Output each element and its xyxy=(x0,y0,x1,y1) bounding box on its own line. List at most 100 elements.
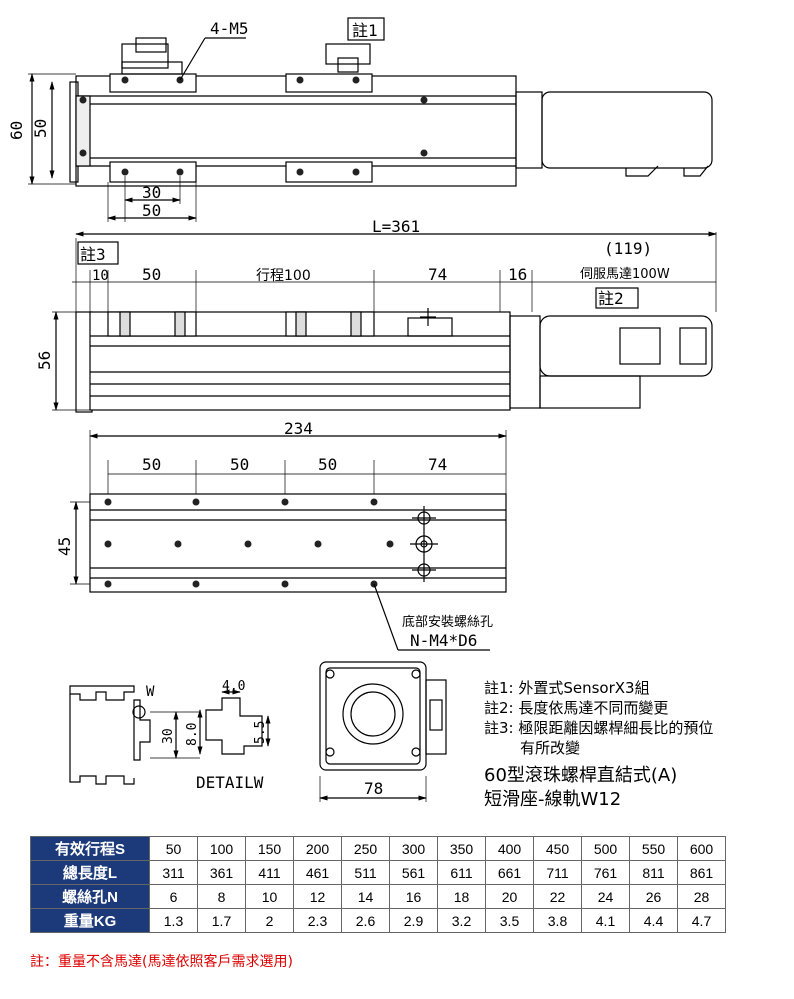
table-cell: 200 xyxy=(293,836,342,861)
table-cell: 411 xyxy=(245,860,294,885)
table-cell: 12 xyxy=(293,884,342,909)
dim-50-b: 50 xyxy=(230,455,249,474)
table-cell: 100 xyxy=(197,836,246,861)
dim-length-l: L=361 xyxy=(372,217,420,236)
table-cell: 24 xyxy=(581,884,630,909)
table-cell: 250 xyxy=(341,836,390,861)
table-cell: 3.2 xyxy=(437,908,486,933)
table-cell: 711 xyxy=(533,860,582,885)
dim-78: 78 xyxy=(364,779,383,798)
dim-4-0: 4.0 xyxy=(222,679,245,694)
table-cell: 6 xyxy=(149,884,198,909)
table-cell: 50 xyxy=(149,836,198,861)
model-line-2: 短滑座-線軌W12 xyxy=(484,789,622,810)
table-cell: 3.8 xyxy=(533,908,582,933)
label-4-m5: 4-M5 xyxy=(210,19,249,38)
dim-234: 234 xyxy=(284,419,313,438)
dim-30: 30 xyxy=(142,183,161,202)
note-1: 註1: 外置式SensorX3組 xyxy=(484,679,650,697)
side-view xyxy=(52,231,717,413)
dim-10: 10 xyxy=(92,268,109,284)
table-cell: 4.7 xyxy=(677,908,726,933)
table-cell: 461 xyxy=(293,860,342,885)
table-cell: 811 xyxy=(629,860,678,885)
note-3: 註3: 極限距離因螺桿細長比的預位 xyxy=(484,719,714,737)
dim-60: 60 xyxy=(7,121,26,140)
top-view xyxy=(28,17,713,222)
dim-56: 56 xyxy=(35,351,54,370)
table-cell: 4.1 xyxy=(581,908,630,933)
technical-drawing: 4-M5 註1 60 50 30 50 L=361 註3 10 50 行程100… xyxy=(7,17,717,802)
table-cell: 26 xyxy=(629,884,678,909)
dim-50-horizontal: 50 xyxy=(142,201,161,220)
profile-section xyxy=(69,685,271,785)
end-view xyxy=(319,661,447,802)
dim-16: 16 xyxy=(508,265,527,284)
table-cell: 22 xyxy=(533,884,582,909)
table-cell: 361 xyxy=(197,860,246,885)
dim-45: 45 xyxy=(55,537,74,556)
table-cell: 3.5 xyxy=(485,908,534,933)
row-header: 總長度L xyxy=(30,860,150,885)
table-cell: 511 xyxy=(341,860,390,885)
mount-hole-spec: N-M4*D6 xyxy=(410,631,477,650)
dim-8-0: 8.0 xyxy=(185,723,200,746)
footnote: 註：重量不含馬達(馬達依照客戶需求選用) xyxy=(30,954,293,970)
table-cell: 561 xyxy=(389,860,438,885)
table-cell: 8 xyxy=(197,884,246,909)
table-cell: 1.7 xyxy=(197,908,246,933)
table-cell: 2.6 xyxy=(341,908,390,933)
notes-list: 註1: 外置式SensorX3組 註2: 長度依馬達不同而變更 註3: 極限距離… xyxy=(484,678,713,758)
table-cell: 16 xyxy=(389,884,438,909)
table-cell: 400 xyxy=(485,836,534,861)
table-cell: 450 xyxy=(533,836,582,861)
table-cell: 150 xyxy=(245,836,294,861)
dim-74-bottom: 74 xyxy=(428,455,447,474)
table-cell: 1.3 xyxy=(149,908,198,933)
dim-30-profile: 30 xyxy=(161,728,176,744)
table-cell: 661 xyxy=(485,860,534,885)
mount-hole-label: 底部安裝螺絲孔 xyxy=(402,614,493,630)
note-3-cont: 有所改變 xyxy=(520,739,581,757)
note-tag-1: 註1 xyxy=(352,21,378,40)
table-cell: 350 xyxy=(437,836,486,861)
note-tag-2: 註2 xyxy=(598,289,624,308)
table-cell: 311 xyxy=(149,860,198,885)
table-cell: 550 xyxy=(629,836,678,861)
table-cell: 300 xyxy=(389,836,438,861)
row-header: 螺絲孔N xyxy=(30,884,150,909)
table-cell: 861 xyxy=(677,860,726,885)
dim-74-side: 74 xyxy=(428,265,447,284)
table-cell: 4.4 xyxy=(629,908,678,933)
table-cell: 500 xyxy=(581,836,630,861)
motor-label: 伺服馬達100W xyxy=(580,267,670,282)
row-header: 有效行程S xyxy=(30,836,150,861)
table-cell: 10 xyxy=(245,884,294,909)
model-line-1: 60型滾珠螺桿直結式(A) xyxy=(484,765,678,786)
dim-50-vertical: 50 xyxy=(31,119,50,138)
table-cell: 28 xyxy=(677,884,726,909)
table-cell: 18 xyxy=(437,884,486,909)
table-cell: 20 xyxy=(485,884,534,909)
row-header: 重量KG xyxy=(30,908,150,933)
table-cell: 761 xyxy=(581,860,630,885)
dim-50-c: 50 xyxy=(318,455,337,474)
stroke-label: 行程100 xyxy=(256,268,311,284)
table-cell: 14 xyxy=(341,884,390,909)
bottom-view xyxy=(70,430,507,651)
dim-50-side: 50 xyxy=(142,265,161,284)
note-tag-3: 註3 xyxy=(80,245,106,264)
profile-w-label: W xyxy=(146,684,155,700)
dim-5-5: 5.5 xyxy=(253,721,268,744)
model-title: 60型滾珠螺桿直結式(A) 短滑座-線軌W12 xyxy=(484,764,677,812)
table-cell: 2.9 xyxy=(389,908,438,933)
table-cell: 600 xyxy=(677,836,726,861)
table-cell: 2.3 xyxy=(293,908,342,933)
detail-w-label: DETAILW xyxy=(196,773,264,792)
dim-50-a: 50 xyxy=(142,455,161,474)
